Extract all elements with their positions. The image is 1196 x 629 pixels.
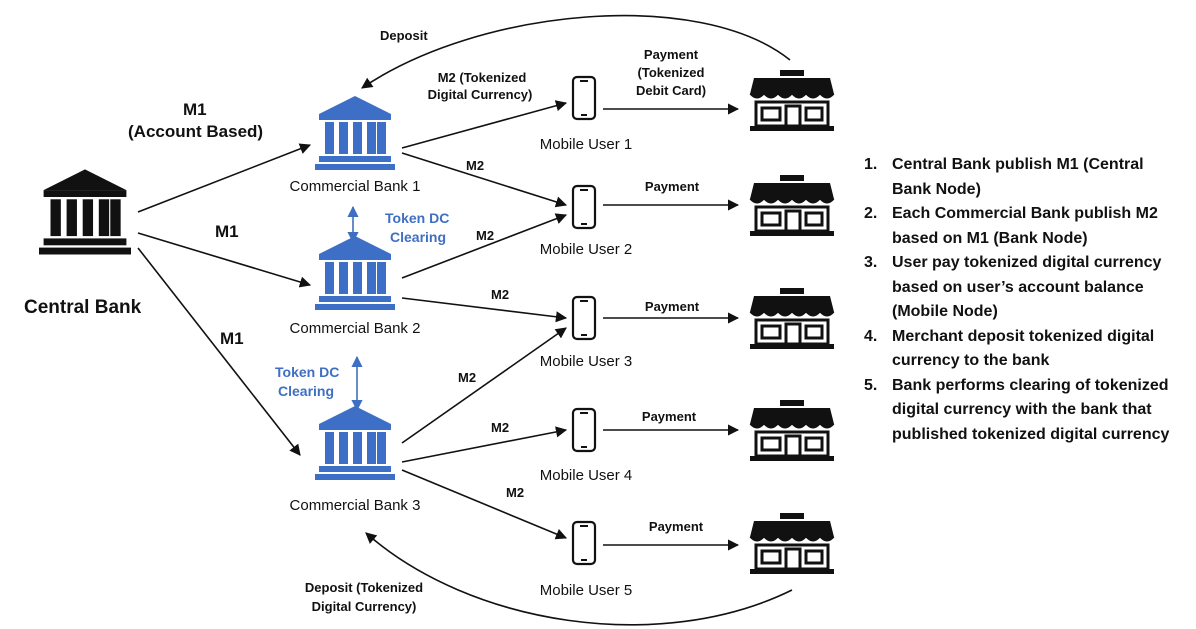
payment-label-3: Payment — [644, 299, 700, 314]
step-item: 5. Bank performs clearing of tokenized di… — [864, 374, 1184, 448]
m2-tokenized-label-line2: Digital Currency) — [427, 87, 533, 102]
payment-tokenized-label-line1: Payment — [643, 47, 699, 62]
mobile-user-3-label: Mobile User 3 — [539, 353, 633, 370]
merchant-2-icon — [748, 173, 836, 238]
commercial-bank-1-icon — [315, 96, 395, 170]
commercial-bank-2-label: Commercial Bank 2 — [289, 320, 421, 337]
payment-tokenized-label-line3: Debit Card) — [635, 83, 707, 98]
m2-arrow-b1-u2 — [401, 152, 568, 208]
mobile-user-5-icon — [571, 520, 597, 566]
m2-arrow-b3-u3 — [401, 327, 567, 444]
step-text: Bank performs clearing of tokenized digi… — [892, 376, 1170, 443]
step-number: 2. — [864, 205, 878, 222]
step-number: 3. — [864, 254, 878, 271]
step-text: Merchant deposit tokenized digital curre… — [892, 327, 1155, 370]
mobile-user-3-icon — [571, 295, 597, 341]
m1-account-label-line2: (Account Based) — [128, 122, 264, 141]
m2-label-b3-u4: M2 — [491, 420, 510, 435]
deposit-top-label: Deposit — [380, 28, 428, 43]
deposit-bottom-label-line1: Deposit (Tokenized — [304, 580, 424, 595]
step-number: 5. — [864, 376, 878, 394]
clearing-label-2-line1: Token DC — [275, 364, 340, 380]
payment-label-5: Payment — [648, 519, 704, 534]
m2-label-b1-u2: M2 — [466, 158, 485, 173]
step-text: User pay tokenized digital currency base… — [892, 254, 1162, 320]
step-item: 4. Merchant deposit tokenized digital cur… — [864, 325, 1184, 374]
clearing-label-1-line1: Token DC — [385, 210, 450, 226]
steps-list: 1. Central Bank publish M1 (Central Bank … — [864, 153, 1184, 447]
merchant-4-icon — [748, 398, 836, 463]
mobile-user-2-label: Mobile User 2 — [539, 241, 633, 258]
m1-account-label-line1: M1 — [183, 100, 207, 119]
step-text: Each Commercial Bank publish M2 based on… — [892, 205, 1158, 247]
merchant-1-icon — [748, 68, 836, 133]
commercial-bank-3-label: Commercial Bank 3 — [289, 497, 421, 514]
mobile-user-1-label: Mobile User 1 — [539, 136, 633, 153]
mobile-user-1-icon — [571, 75, 597, 121]
deposit-bottom-label-line2: Digital Currency) — [311, 599, 417, 614]
m1-arrow-bank1 — [137, 143, 312, 213]
commercial-bank-3-icon — [315, 406, 395, 480]
clearing-label-2-line2: Clearing — [278, 383, 335, 399]
mobile-user-4-label: Mobile User 4 — [539, 467, 633, 484]
m2-label-b3-u3: M2 — [458, 370, 477, 385]
commercial-bank-1-label: Commercial Bank 1 — [289, 178, 421, 195]
clearing-label-1-line2: Clearing — [390, 229, 447, 245]
central-bank-label: Central Bank — [24, 297, 142, 318]
m1-arrow-bank3 — [137, 247, 301, 456]
mobile-user-2-icon — [571, 184, 597, 230]
step-item: 2. Each Commercial Bank publish M2 based … — [864, 202, 1184, 251]
m2-tokenized-label-line1: M2 (Tokenized — [437, 70, 527, 85]
step-item: 3. User pay tokenized digital currency ba… — [864, 251, 1184, 325]
m2-arrow-b2-u2 — [401, 213, 568, 279]
mobile-user-4-icon — [571, 407, 597, 453]
merchant-3-icon — [748, 286, 836, 351]
step-number: 4. — [864, 327, 878, 345]
payment-label-4: Payment — [641, 409, 697, 424]
m2-label-b2-u3: M2 — [491, 287, 510, 302]
step-number: 1. — [864, 156, 878, 173]
step-item: 1. Central Bank publish M1 (Central Bank … — [864, 153, 1184, 202]
m2-arrow-b1-u1 — [401, 100, 568, 149]
m2-arrow-b3-u5 — [401, 469, 568, 540]
m1-bank2-label: M1 — [215, 222, 239, 241]
deposit-arrow-bottom — [365, 532, 793, 626]
central-bank-icon — [39, 169, 131, 255]
payment-tokenized-label-line2: (Tokenized — [637, 65, 705, 80]
merchant-5-icon — [748, 511, 836, 576]
m2-arrow-b2-u3 — [401, 297, 568, 323]
m2-arrow-b3-u4 — [401, 426, 568, 463]
m2-label-b2-u2: M2 — [476, 228, 495, 243]
m2-label-b3-u5: M2 — [506, 485, 525, 500]
commercial-bank-2-icon — [315, 236, 395, 310]
deposit-arrow-top — [361, 14, 791, 89]
m1-arrow-bank2 — [137, 232, 312, 288]
mobile-user-5-label: Mobile User 5 — [539, 582, 633, 599]
step-text: Central Bank publish M1 (Central Bank No… — [892, 156, 1144, 198]
payment-label-2: Payment — [644, 179, 700, 194]
m1-bank3-label: M1 — [220, 329, 244, 348]
